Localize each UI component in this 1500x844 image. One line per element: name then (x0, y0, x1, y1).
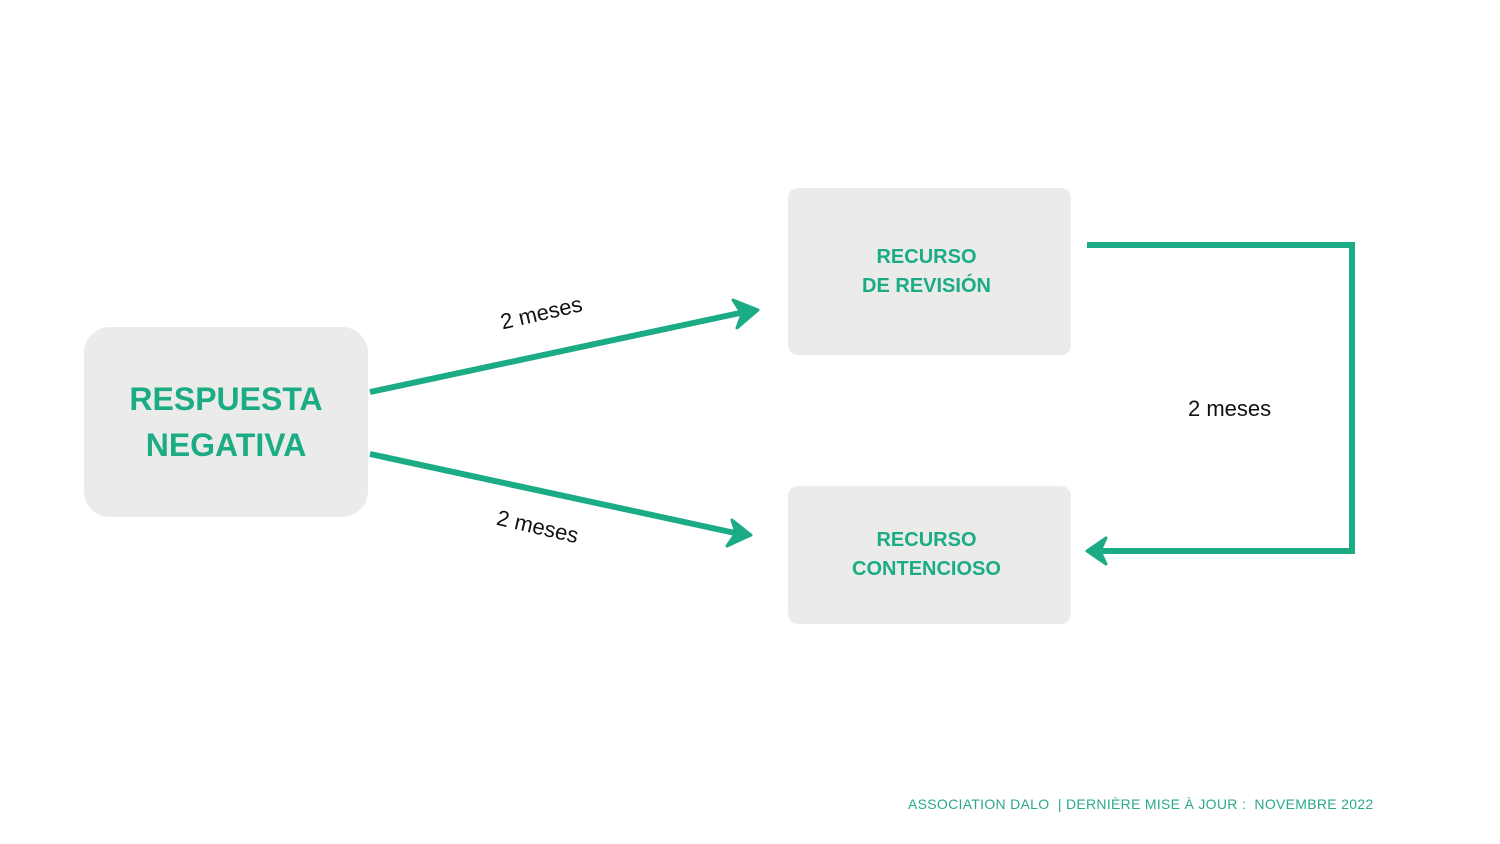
node-revision-line2: DE REVISIÓN (862, 274, 991, 297)
node-recurso-de-revision: RECURSO DE REVISIÓN (788, 188, 1071, 355)
arrow-respuesta-to-contencioso (369, 451, 753, 548)
node-respuesta-line2: NEGATIVA (145, 427, 307, 463)
node-respuesta-line1: RESPUESTA (129, 381, 323, 417)
arrow-revision-to-contencioso (1085, 242, 1355, 566)
footer-credit: ASSOCIATION DALO | DERNIÈRE MISE À JOUR … (908, 796, 1374, 812)
arrow-respuesta-to-revision (369, 298, 760, 395)
node-contencioso-line1: RECURSO (876, 529, 977, 551)
node-contencioso-line2: CONTENCIOSO (852, 558, 1001, 580)
node-recurso-contencioso: RECURSO CONTENCIOSO (788, 486, 1071, 624)
edge-label-revision-to-contencioso: 2 meses (1188, 396, 1272, 421)
node-revision-line1: RECURSO (876, 245, 977, 268)
node-respuesta-negativa: RESPUESTA NEGATIVA (84, 327, 368, 517)
